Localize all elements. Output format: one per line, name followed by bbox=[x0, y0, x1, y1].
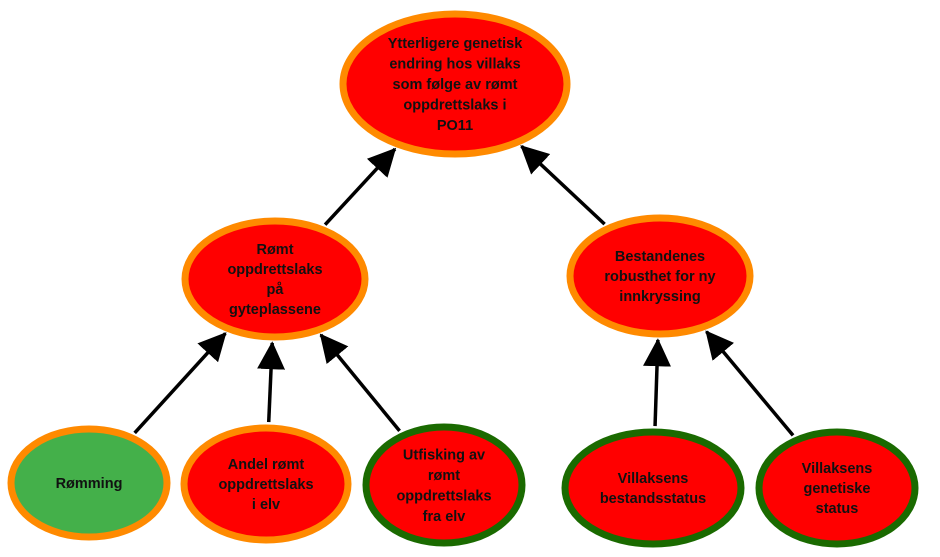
node-label-line: oppdrettslaks bbox=[396, 488, 491, 504]
node-label: Utfisking av rømt oppdrettslaks fra elv bbox=[396, 447, 491, 525]
node-label: Rømt oppdrettslaks på gyteplassene bbox=[227, 242, 322, 318]
node-label-line: gyteplassene bbox=[229, 302, 321, 318]
node-ellipse bbox=[180, 424, 352, 544]
node-label-line: i elv bbox=[252, 497, 280, 513]
node-top: Ytterligere genetisk endring hos villaks s… bbox=[339, 10, 571, 158]
node-label-line: Utfisking av bbox=[403, 447, 485, 463]
node-label-line: robusthet for ny bbox=[604, 269, 715, 285]
node-romt-gyteplassene: Rømt oppdrettslaks på gyteplassene bbox=[181, 217, 369, 341]
node-label-line: Bestandenes bbox=[615, 249, 705, 265]
node-bestandsstatus: Villaksens bestandsstatus bbox=[561, 428, 745, 548]
node-label-line: oppdrettslaks i bbox=[403, 98, 506, 114]
edge-bestandenes_robusthet-to-top bbox=[520, 145, 606, 226]
edge-romt_gyteplassene-to-top bbox=[323, 147, 397, 226]
node-label-line: oppdrettslaks bbox=[227, 262, 322, 278]
node-label: Andel rømt oppdrettslaks i elv bbox=[218, 457, 313, 513]
node-label-line: oppdrettslaks bbox=[218, 477, 313, 493]
node-label-line: på bbox=[267, 282, 285, 298]
node-ellipse bbox=[362, 423, 526, 547]
node-romming: Rømming bbox=[7, 425, 171, 541]
node-label-line: PO11 bbox=[437, 118, 473, 134]
node-label-line: rømt bbox=[428, 468, 460, 484]
edge-utfisking-to-romt_gyteplassene bbox=[319, 333, 401, 432]
node-genetisk-status: Villaksens genetiske status bbox=[755, 428, 919, 548]
node-label-line: status bbox=[816, 501, 859, 517]
edges-layer bbox=[133, 145, 795, 437]
node-label-line: Rømming bbox=[56, 476, 123, 492]
edge-romming-to-romt_gyteplassene bbox=[133, 332, 227, 435]
node-label-line: som følge av rømt bbox=[393, 77, 518, 93]
node-label-line: Villaksens bbox=[618, 471, 689, 487]
node-ellipse bbox=[561, 428, 745, 548]
node-label-line: Villaksens bbox=[802, 461, 873, 477]
node-label-line: Rømt bbox=[256, 242, 293, 258]
node-label-line: Ytterligere genetisk bbox=[388, 36, 524, 52]
edge-andel_romt-to-romt_gyteplassene bbox=[257, 341, 286, 423]
node-label-line: genetiske bbox=[804, 481, 871, 497]
nodes-layer: Ytterligere genetisk endring hos villaks s… bbox=[7, 10, 919, 548]
node-label-line: fra elv bbox=[423, 509, 466, 525]
node-bestandenes-robusthet: Bestandenes robusthet for ny innkryssing bbox=[566, 214, 754, 338]
edge-genetisk_status-to-bestandenes_robusthet bbox=[705, 330, 795, 437]
node-ellipse bbox=[7, 425, 171, 541]
node-ellipse bbox=[339, 10, 571, 158]
node-label: Rømming bbox=[56, 476, 123, 492]
node-label-line: endring hos villaks bbox=[389, 57, 520, 73]
node-label: Ytterligere genetisk endring hos villaks s… bbox=[388, 36, 524, 134]
node-ellipse bbox=[181, 217, 369, 341]
node-ellipse bbox=[755, 428, 919, 548]
node-label: Villaksens genetiske status bbox=[802, 461, 873, 517]
node-andel-romt: Andel rømt oppdrettslaks i elv bbox=[180, 424, 352, 544]
node-label: Bestandenes robusthet for ny innkryssing bbox=[604, 249, 715, 305]
node-label-line: bestandsstatus bbox=[600, 491, 706, 507]
edge-bestandsstatus-to-bestandenes_robusthet bbox=[643, 338, 672, 427]
node-label-line: innkryssing bbox=[619, 289, 700, 305]
node-utfisking: Utfisking av rømt oppdrettslaks fra elv bbox=[362, 423, 526, 547]
node-label: Villaksens bestandsstatus bbox=[600, 471, 706, 507]
node-ellipse bbox=[566, 214, 754, 338]
node-label-line: Andel rømt bbox=[228, 457, 305, 473]
